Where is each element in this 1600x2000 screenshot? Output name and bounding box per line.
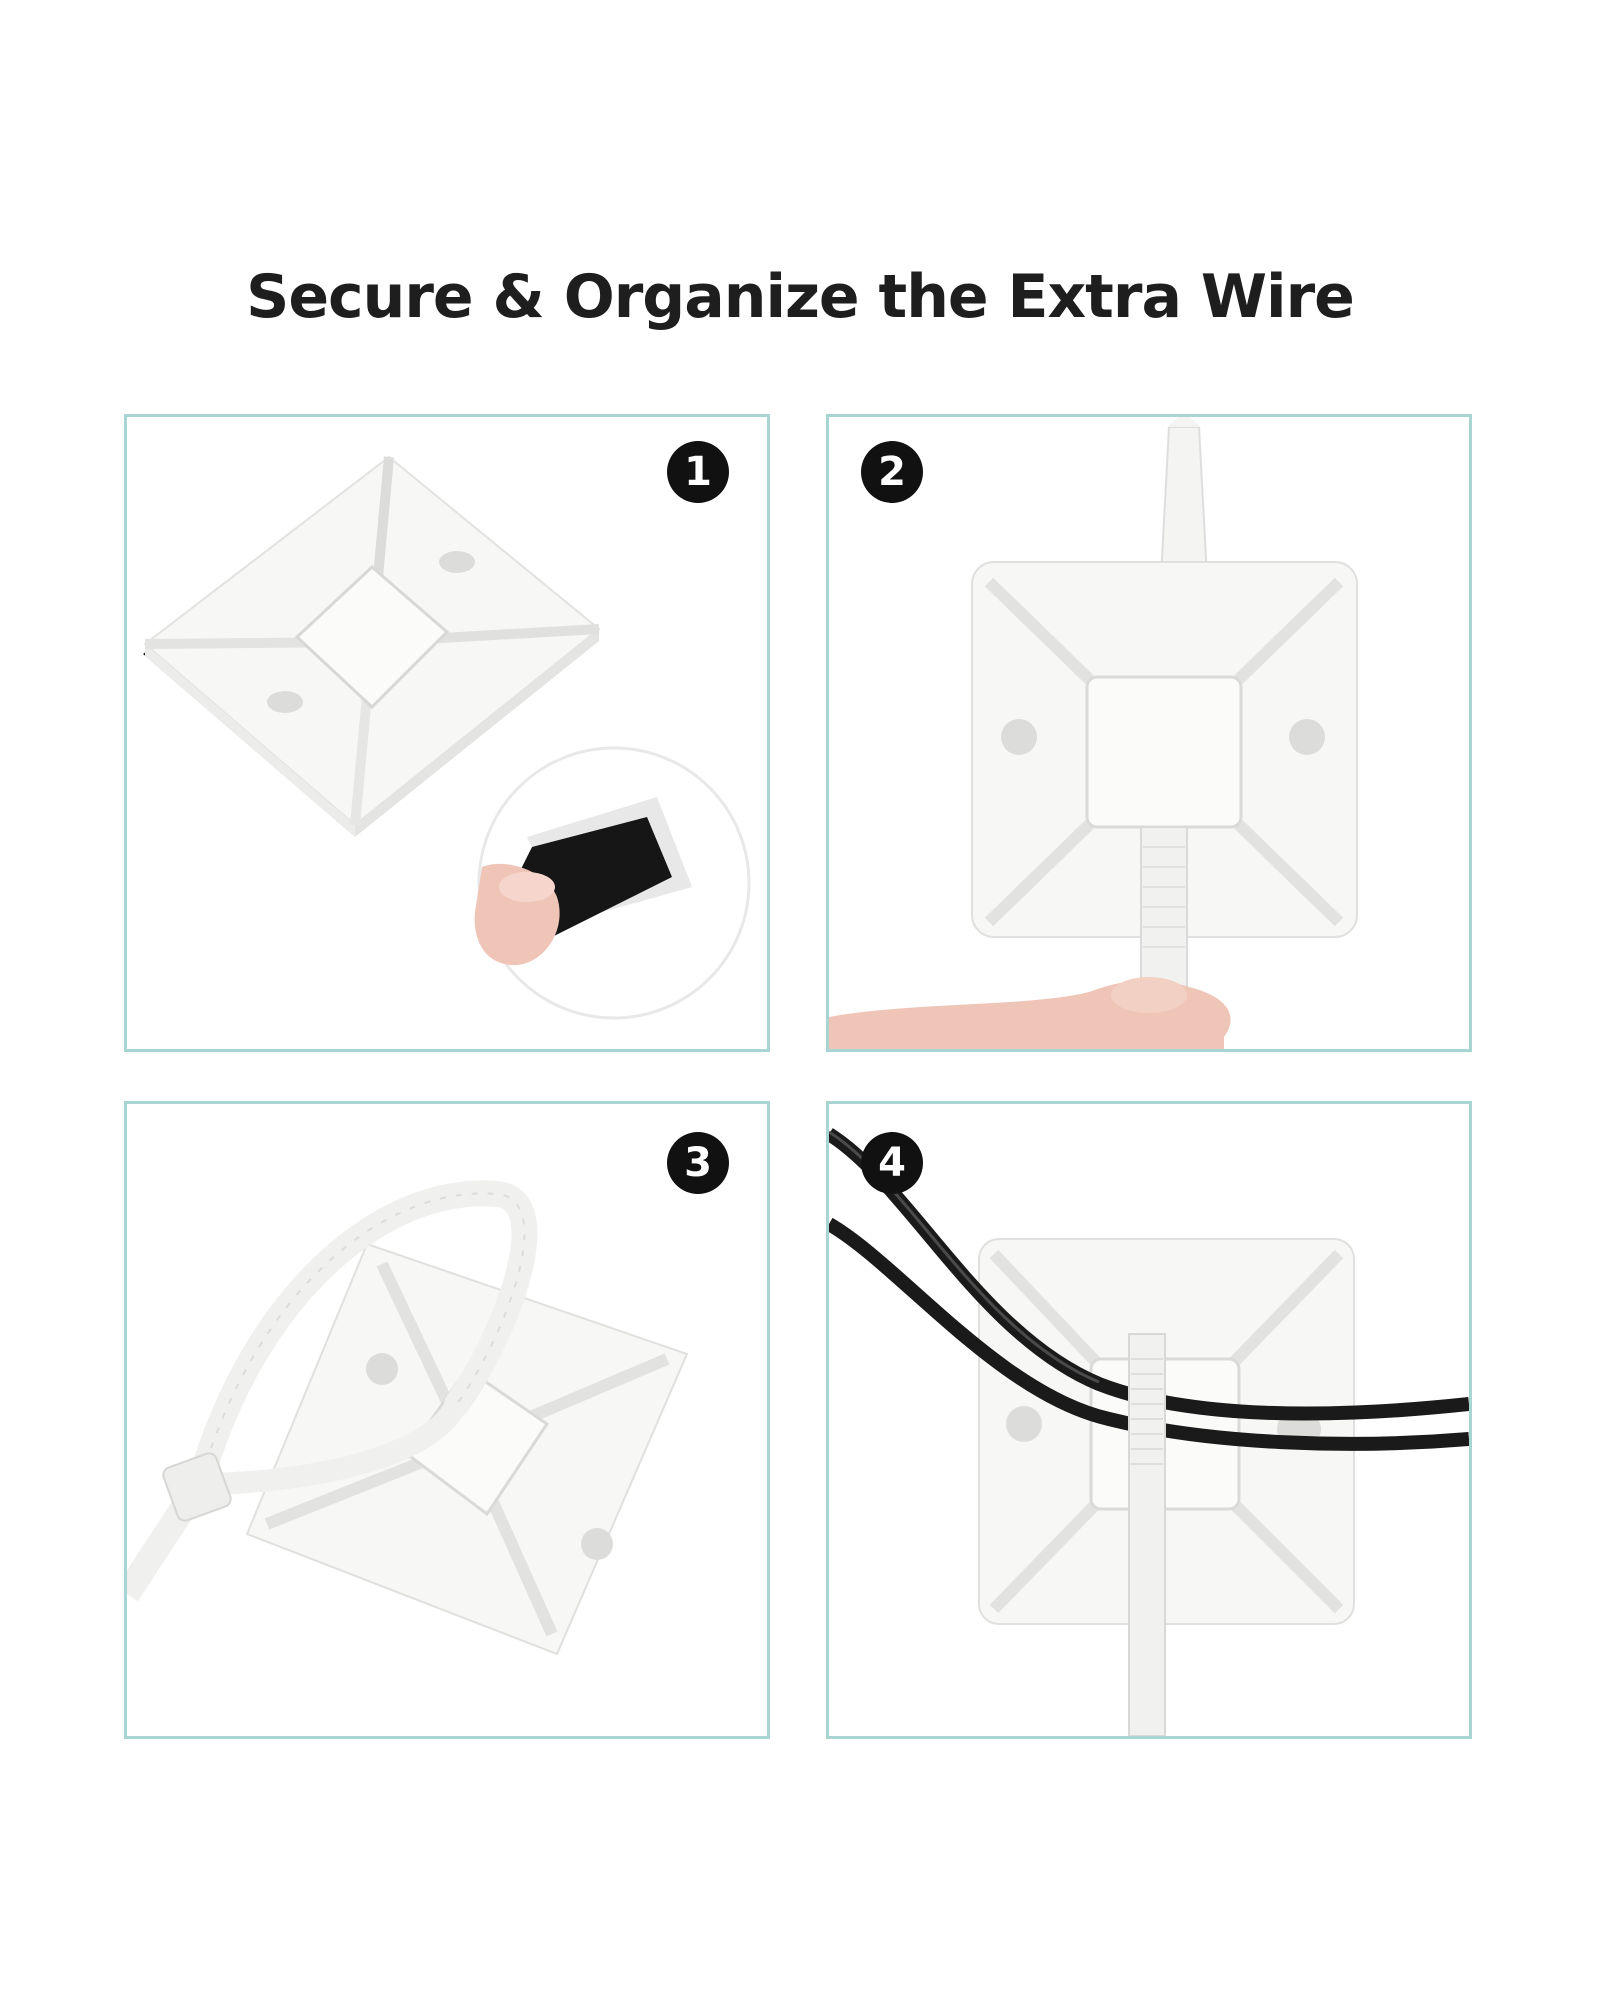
cable-tie-mount-image: [829, 417, 1358, 1049]
cable-tie-mount-image: [143, 455, 751, 1020]
cable-tie-mount-image: [829, 1128, 1469, 1736]
page-title: Secure & Organize the Extra Wire: [246, 262, 1355, 332]
step-2-panel: 2: [826, 414, 1472, 1052]
step-1-panel: 1: [124, 414, 770, 1052]
step-4-badge: 4: [861, 1132, 923, 1194]
step-4-panel: 4: [826, 1101, 1472, 1739]
step-2-badge: 2: [861, 441, 923, 503]
step-3-panel: 3: [124, 1101, 770, 1739]
cable-tie-mount-image: [127, 1180, 689, 1656]
step-3-badge: 3: [667, 1132, 729, 1194]
step-1-badge: 1: [667, 441, 729, 503]
